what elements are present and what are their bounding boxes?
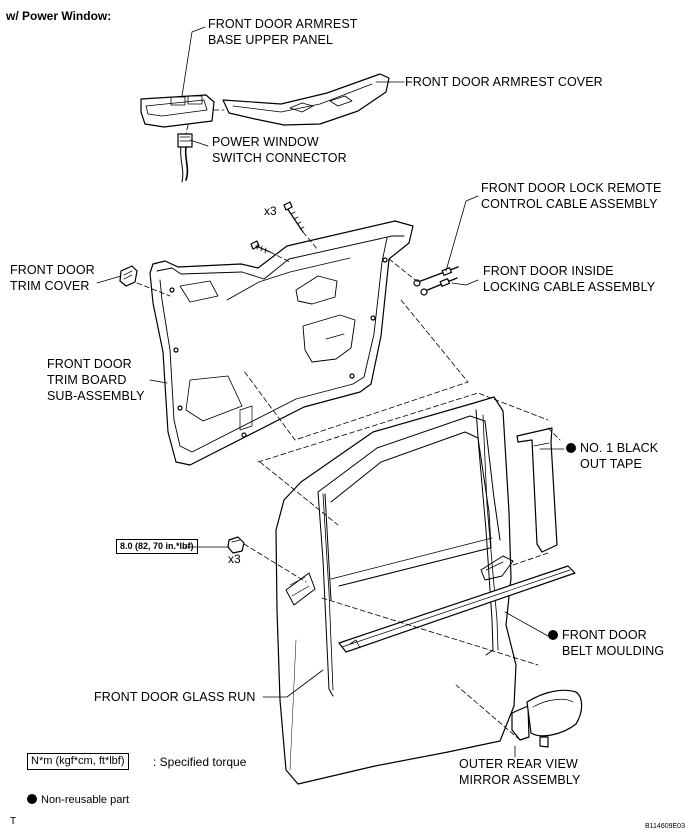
label-power-window-switch-connector: POWER WINDOW SWITCH CONNECTOR (212, 135, 347, 165)
label-armrest-cover: FRONT DOOR ARMREST COVER (405, 75, 603, 89)
label-belt-moulding: FRONT DOOR BELT MOULDING (548, 627, 664, 659)
label-mirror-assembly: OUTER REAR VIEW MIRROR ASSEMBLY (459, 757, 581, 787)
diagram-header: w/ Power Window: (6, 9, 112, 23)
label-trim-cover: FRONT DOOR TRIM COVER (10, 263, 95, 293)
armrest-base-upper-panel-part (140, 94, 215, 128)
nut-quantity: x3 (228, 552, 241, 566)
trim-screws (250, 201, 305, 254)
legend-non-reusable: Non-reusable part (27, 794, 129, 806)
switch-connector-part (177, 133, 193, 183)
black-out-tape-part (516, 427, 558, 553)
alignment-lines (136, 109, 561, 741)
footer-left-mark: T (10, 816, 17, 827)
lock-cables-part (413, 266, 459, 296)
label-trim-board: FRONT DOOR TRIM BOARD SUB-ASSEMBLY (47, 357, 145, 403)
trim-cover-part (119, 265, 138, 287)
leader-lines (96, 26, 565, 758)
legend-torque-unit: N*m (kgf*cm, ft*lbf) (27, 753, 129, 770)
label-armrest-base-upper-panel: FRONT DOOR ARMREST BASE UPPER PANEL (208, 17, 358, 47)
figure-code: B114609E03 (645, 823, 685, 830)
non-reusable-icon (548, 630, 558, 640)
non-reusable-icon (27, 794, 37, 804)
torque-spec-box: 8.0 (82, 70 in.*lbf) (116, 539, 198, 554)
outer-mirror-part (511, 689, 583, 748)
armrest-cover-part (222, 73, 390, 126)
belt-moulding-part (338, 565, 576, 653)
label-inside-locking-cable: FRONT DOOR INSIDE LOCKING CABLE ASSEMBLY (483, 264, 656, 294)
trim-board-part (149, 220, 414, 466)
label-glass-run: FRONT DOOR GLASS RUN (94, 690, 256, 704)
torque-nut-part (227, 536, 245, 554)
screw-quantity: x3 (264, 204, 277, 218)
legend-torque-desc: : Specified torque (153, 755, 247, 769)
label-lock-remote-control-cable: FRONT DOOR LOCK REMOTE CONTROL CABLE ASS… (481, 181, 662, 211)
label-black-out-tape: NO. 1 BLACK OUT TAPE (566, 440, 658, 472)
door-shell-part (275, 396, 517, 785)
non-reusable-icon (566, 443, 576, 453)
